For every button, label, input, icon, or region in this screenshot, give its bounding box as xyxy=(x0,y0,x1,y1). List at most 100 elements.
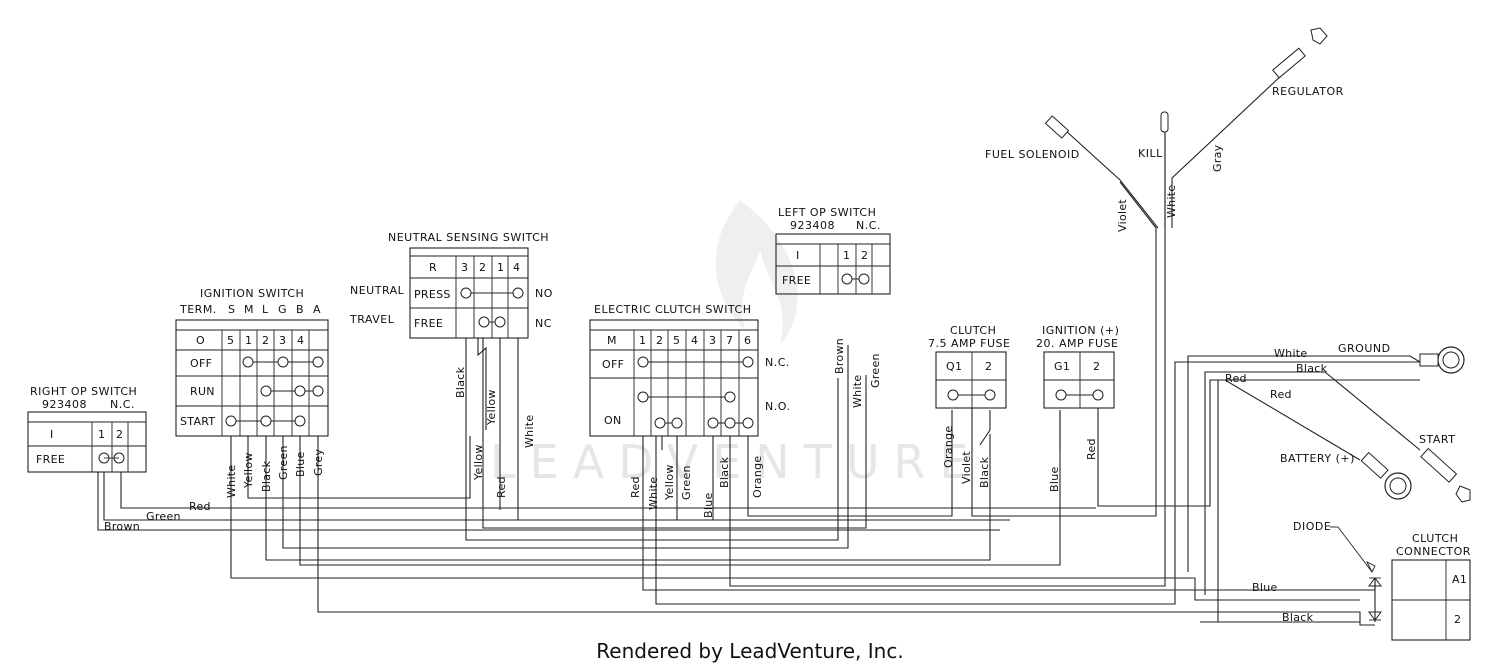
wire-label: Black xyxy=(454,366,467,398)
terminal-contact xyxy=(512,287,524,299)
right-op-switch-title: RIGHT OP SWITCH xyxy=(30,385,137,398)
terminal-contact xyxy=(312,385,324,397)
neutral-sensing-switch: NEUTRAL SENSING SWITCH R 3 2 1 4 PRESS F… xyxy=(349,231,553,339)
wire-label: Black xyxy=(1282,611,1314,624)
terminal-contact xyxy=(984,389,996,401)
neutral-col-1: 1 xyxy=(497,261,504,274)
terminal-contact xyxy=(260,385,272,397)
terminal-contact xyxy=(1055,389,1067,401)
left-op-switch: LEFT OP SWITCH 923408 N.C. I 1 2 FREE xyxy=(775,206,891,295)
diode-symbol-icon xyxy=(1368,611,1382,621)
terminal-contact xyxy=(947,389,959,401)
ground-ring-terminal-icon xyxy=(1437,346,1465,374)
left-op-switch-type: N.C. xyxy=(856,219,881,232)
clutch-row-off: OFF xyxy=(602,358,624,371)
ignition-fuse: IGNITION (+) 20. AMP FUSE G1 2 xyxy=(1036,324,1119,409)
clutch-fuse-subtitle: 7.5 AMP FUSE xyxy=(928,337,1010,350)
wire-label: Red xyxy=(189,500,211,513)
terminal-contact xyxy=(1092,389,1104,401)
clutch-connector: CLUTCH CONNECTOR A1 2 xyxy=(1391,532,1471,641)
wire-color-labels: Red Green Brown White Black Red Red Blue… xyxy=(104,144,1327,624)
wire-label: Yellow xyxy=(242,452,255,489)
wire-label: Red xyxy=(1270,388,1292,401)
ignition-fuse-col-g1: G1 xyxy=(1054,360,1070,373)
left-op-switch-part: 923408 xyxy=(790,219,835,232)
terminal-contact xyxy=(225,415,237,427)
clutch-col-3: 3 xyxy=(709,334,716,347)
terminal-contact xyxy=(707,417,719,429)
terminal-contact xyxy=(637,356,649,368)
clutch-right-no: N.O. xyxy=(765,400,790,413)
wire-label: White xyxy=(225,465,238,499)
terminal-contact xyxy=(294,385,306,397)
wire-label: Red xyxy=(629,476,642,498)
clutch-connector-pin-2: 2 xyxy=(1454,613,1461,626)
right-op-col-i: I xyxy=(50,428,54,441)
battery-label: BATTERY (+) xyxy=(1280,452,1355,465)
electric-clutch-switch: ELECTRIC CLUTCH SWITCH M 1 2 5 4 3 7 6 O… xyxy=(589,303,790,437)
right-op-switch-type: N.C. xyxy=(110,398,135,411)
wire-label: Green xyxy=(869,353,882,388)
wire-label: White xyxy=(1274,347,1308,360)
ignition-letter-l: L xyxy=(262,303,269,316)
clutch-col-7: 7 xyxy=(726,334,733,347)
battery-ring-terminal-icon xyxy=(1384,472,1412,500)
left-op-col-1: 1 xyxy=(843,249,850,262)
diode: DIODE xyxy=(1293,520,1382,622)
clutch-fuse-title: CLUTCH xyxy=(950,324,996,337)
ignition-letter-a: A xyxy=(313,303,321,316)
fuel-solenoid-connector-icon xyxy=(1044,115,1070,139)
regulator-plug-icon xyxy=(1310,27,1328,45)
diode-label: DIODE xyxy=(1293,520,1331,533)
neutral-col-2: 2 xyxy=(479,261,486,274)
left-op-switch-title: LEFT OP SWITCH xyxy=(778,206,876,219)
regulator-label: REGULATOR xyxy=(1272,85,1344,98)
left-op-row-free: FREE xyxy=(782,274,811,287)
wire-label: Red xyxy=(1225,372,1247,385)
left-op-col-2: 2 xyxy=(861,249,868,262)
clutch-fuse: CLUTCH 7.5 AMP FUSE Q1 2 xyxy=(928,324,1010,409)
ignition-col-5: 5 xyxy=(227,334,234,347)
clutch-col-5: 5 xyxy=(673,334,680,347)
terminal-contact xyxy=(260,415,272,427)
left-op-col-i: I xyxy=(796,249,800,262)
wire-label: Red xyxy=(495,476,508,498)
wire-label: Blue xyxy=(702,492,715,518)
clutch-fuse-col-2: 2 xyxy=(985,360,992,373)
clutch-connector-title: CLUTCH xyxy=(1412,532,1458,545)
clutch-fuse-col-q1: Q1 xyxy=(946,360,962,373)
terminal-contact xyxy=(312,356,324,368)
right-op-switch-part: 923408 xyxy=(42,398,87,411)
neutral-row-press: PRESS xyxy=(414,288,451,301)
neutral-col-4: 4 xyxy=(513,261,520,274)
wire-label: Blue xyxy=(1048,466,1061,492)
right-op-switch: RIGHT OP SWITCH 923408 N.C. I 1 2 FREE xyxy=(27,385,147,473)
wire-label: Grey xyxy=(312,449,325,476)
start-connector-icon xyxy=(1420,447,1458,483)
wire-label: Violet xyxy=(960,451,973,484)
wire-label: White xyxy=(851,375,864,409)
ignition-row-off: OFF xyxy=(190,357,212,370)
terminal-contact xyxy=(242,356,254,368)
footer-credit: Rendered by LeadVenture, Inc. xyxy=(596,639,903,663)
ignition-letter-b: B xyxy=(296,303,304,316)
wire-label: Blue xyxy=(294,451,307,477)
ignition-row-start: START xyxy=(180,415,215,428)
neutral-right-no: NO xyxy=(535,287,553,300)
neutral-right-nc: NC xyxy=(535,317,552,330)
kill-label: KILL xyxy=(1138,147,1163,160)
terminal-contact xyxy=(654,417,666,429)
kill-connector-icon xyxy=(1160,111,1169,133)
ignition-col-2: 2 xyxy=(262,334,269,347)
harness-terminals xyxy=(1044,27,1471,503)
ignition-switch: IGNITION SWITCH TERM. S M L G B A O 5 1 … xyxy=(175,287,329,437)
terminal-contact xyxy=(858,273,870,285)
terminal-contact xyxy=(742,356,754,368)
wire-label: White xyxy=(523,415,536,449)
terminal-contact xyxy=(841,273,853,285)
terminal-contact xyxy=(478,316,490,328)
wire-label: Yellow xyxy=(485,389,498,426)
watermark: LEADVENTURE xyxy=(490,200,969,489)
ignition-letter-s: S xyxy=(228,303,235,316)
wire-label: Blue xyxy=(1252,581,1278,594)
